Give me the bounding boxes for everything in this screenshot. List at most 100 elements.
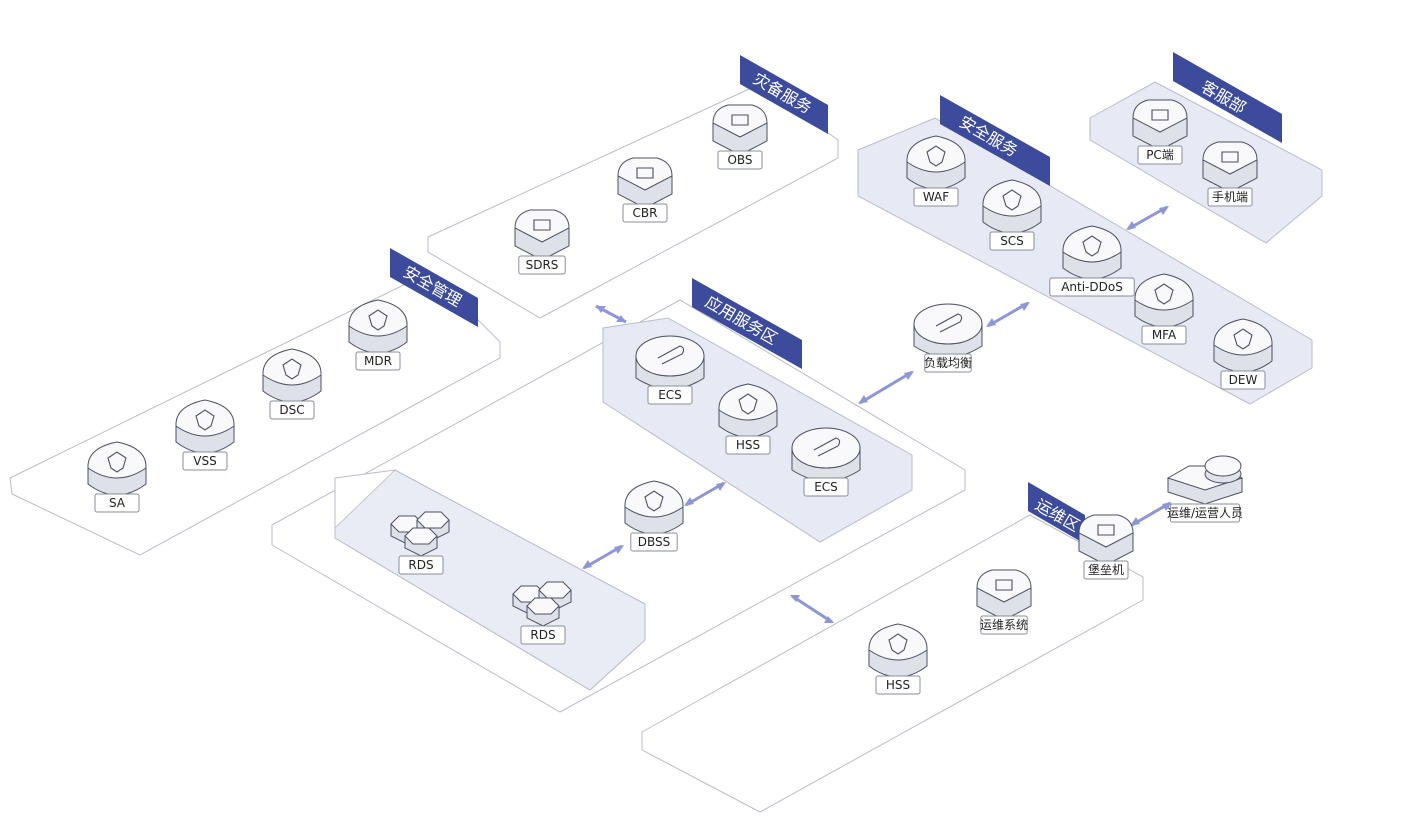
node-pc: PC端 [1132, 99, 1188, 165]
node-label-box [803, 477, 849, 497]
data-shield-icon [262, 348, 322, 403]
node-label-box [980, 615, 1028, 635]
node-label: DBSS [638, 535, 671, 549]
node-label: 负载均衡 [924, 356, 972, 370]
node-dew: DEW [1213, 318, 1273, 390]
node-label: HSS [886, 678, 910, 692]
document-shield-icon [868, 623, 928, 678]
node-label-box [647, 385, 693, 405]
node-label-box [989, 231, 1035, 251]
node-label-box [1141, 325, 1187, 345]
node-hss1: HSS [718, 383, 778, 455]
hexagon-cluster-icon [512, 581, 572, 627]
node-label-box [717, 150, 763, 170]
paperclip-icon [791, 427, 861, 482]
node-label: ECS [658, 388, 682, 402]
node-label-box [520, 625, 566, 645]
node-label: CBR [633, 206, 658, 220]
arrow-app-lb [859, 370, 913, 405]
node-mfa: MFA [1134, 273, 1194, 345]
arrow-lb-security [987, 301, 1029, 328]
monitor-icon [1132, 99, 1188, 151]
node-label-box [1083, 560, 1129, 580]
node-label: WAF [923, 190, 949, 204]
gear-icon [976, 569, 1032, 621]
wall-shield-icon [906, 135, 966, 190]
node-mdr: MDR [348, 299, 408, 371]
node-lb: 负载均衡 [913, 303, 983, 373]
node-vss: VSS [175, 399, 235, 471]
node-label-box [1207, 187, 1253, 207]
arrow-security-customer [1127, 205, 1168, 231]
node-label-box [924, 353, 972, 373]
node-label-box [622, 203, 668, 223]
node-label-box [1049, 277, 1135, 297]
paperclip-icon [635, 335, 705, 390]
cube-cluster-icon [514, 209, 570, 261]
cloud-icon [617, 157, 673, 209]
screen-icon [1078, 514, 1134, 566]
node-label: 运维系统 [980, 618, 1028, 632]
shield-icon [624, 480, 684, 535]
node-rds1: RDS [390, 511, 450, 575]
node-label: DSC [279, 403, 304, 417]
node-waf: WAF [906, 135, 966, 207]
node-opssys: 运维系统 [976, 569, 1032, 635]
node-label: DEW [1229, 373, 1258, 387]
leaf-shield-icon [1062, 225, 1122, 280]
node-label-box [518, 255, 566, 275]
node-label: OBS [727, 153, 752, 167]
node-dsc: DSC [262, 348, 322, 420]
node-rds2: RDS [512, 581, 572, 645]
node-label: SDRS [526, 258, 559, 272]
node-label: SCS [1000, 234, 1024, 248]
node-label: 堡垒机 [1088, 562, 1124, 577]
node-label-box [182, 451, 228, 471]
node-label: RDS [408, 558, 433, 572]
node-sa: SA [87, 441, 147, 513]
node-label: SA [109, 496, 126, 510]
node-ecs2: ECS [791, 427, 861, 497]
arrow-app-ops [791, 594, 833, 624]
node-label-box [355, 351, 401, 371]
node-label: VSS [193, 454, 216, 468]
connection-arrows [582, 205, 1172, 624]
node-antiddos: Anti-DDoS [1049, 225, 1135, 297]
node-bastion: 堡垒机 [1078, 514, 1134, 580]
node-label-box [1137, 145, 1183, 165]
node-label-box [630, 532, 678, 552]
node-sdrs: SDRS [514, 209, 570, 275]
node-label-box [94, 493, 140, 513]
lock-shield-icon [1213, 318, 1273, 373]
node-label: MDR [364, 354, 392, 368]
node-label-box [913, 187, 959, 207]
node-mobile: 手机端 [1202, 141, 1258, 207]
node-label-box [1220, 370, 1266, 390]
node-label: MFA [1152, 328, 1177, 342]
pyramid-icon [913, 303, 983, 358]
node-cbr: CBR [617, 157, 673, 223]
node-opsuser: 运维/运营人员 [1166, 455, 1244, 523]
node-ecs1: ECS [635, 335, 705, 405]
node-label-box [1169, 503, 1241, 523]
node-label-box [725, 435, 771, 455]
node-label: 手机端 [1212, 190, 1248, 204]
target-shield-icon [175, 399, 235, 454]
chart-shield-icon [87, 441, 147, 496]
person-icon [1166, 455, 1244, 505]
document-shield-icon [718, 383, 778, 438]
node-label-box [398, 555, 444, 575]
node-scs: SCS [982, 179, 1042, 251]
node-label: 运维/运营人员 [1167, 506, 1243, 520]
node-label-box [875, 675, 921, 695]
node-label: PC端 [1146, 148, 1174, 162]
node-dbss: DBSS [624, 480, 684, 552]
node-label-box [269, 400, 315, 420]
phone-icon [1202, 141, 1258, 193]
hexagon-cluster-icon [390, 511, 450, 557]
id-card-shield-icon [1134, 273, 1194, 328]
node-label: ECS [814, 480, 838, 494]
node-label: RDS [530, 628, 555, 642]
node-label: HSS [736, 438, 760, 452]
